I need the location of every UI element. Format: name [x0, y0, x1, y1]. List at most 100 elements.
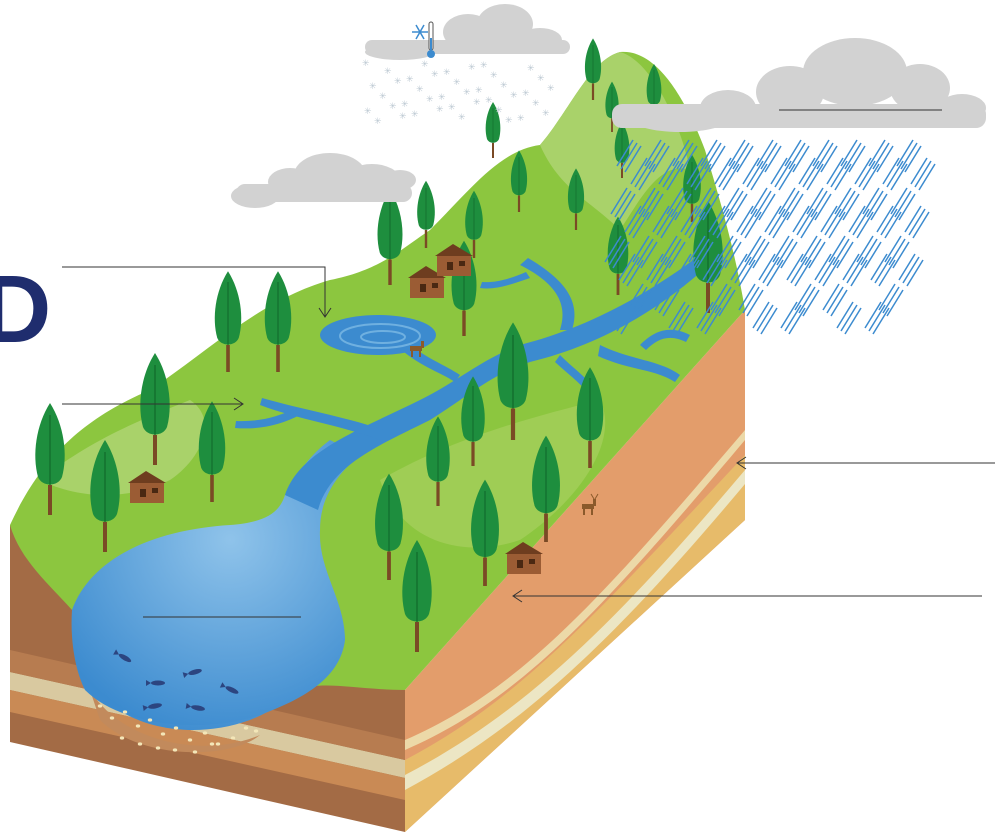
fish-icon	[113, 649, 132, 663]
svg-text:✳: ✳	[374, 117, 382, 127]
svg-text:✳: ✳	[362, 59, 370, 69]
fish-icon	[182, 668, 202, 679]
svg-text:✳: ✳	[500, 81, 508, 91]
tributary-left-branch	[235, 408, 300, 429]
tree-icon	[426, 416, 450, 506]
tributary-upper	[520, 258, 575, 330]
tributary-left	[260, 398, 384, 440]
svg-text:✳: ✳	[389, 102, 397, 112]
tree-icon	[497, 322, 529, 440]
callout-soil-arrow	[736, 456, 747, 470]
tree-icon	[461, 376, 485, 466]
tree-icon	[214, 271, 242, 372]
svg-text:✳: ✳	[416, 85, 424, 95]
svg-text:✳: ✳	[495, 106, 503, 116]
svg-text:✳: ✳	[527, 64, 535, 74]
svg-text:✳: ✳	[522, 89, 530, 99]
svg-text:✳: ✳	[475, 86, 483, 96]
svg-text:✳: ✳	[480, 61, 488, 71]
tree-icon	[402, 540, 432, 652]
tributary-right-2	[640, 329, 690, 350]
svg-text:✳: ✳	[384, 67, 392, 77]
svg-text:✳: ✳	[473, 98, 481, 108]
svg-text:✳: ✳	[394, 77, 402, 87]
cloud-icon	[365, 4, 570, 60]
svg-text:✳: ✳	[399, 112, 407, 122]
svg-text:✳: ✳	[532, 99, 540, 109]
svg-text:✳: ✳	[379, 92, 387, 102]
svg-text:✳: ✳	[510, 91, 518, 101]
snowflake-icon	[412, 24, 428, 40]
svg-text:✳: ✳	[458, 113, 466, 123]
lake-sediment	[90, 690, 260, 753]
pond-ripple-1	[339, 323, 421, 349]
tree-icon	[198, 401, 226, 502]
tree-icon	[35, 403, 65, 515]
cabin-icon	[408, 266, 446, 298]
callout-land-arrow	[512, 589, 523, 603]
fish-group	[113, 649, 239, 712]
callout-tributary-arrow	[233, 397, 244, 411]
tree-icon	[465, 190, 483, 258]
tree-icon	[485, 102, 501, 158]
cabin-icon	[128, 471, 166, 503]
svg-text:✳: ✳	[448, 103, 456, 113]
callout-pond-arrow	[318, 307, 332, 318]
tree-icon	[90, 440, 120, 552]
callout-lines	[62, 109, 995, 618]
svg-text:✳: ✳	[369, 82, 377, 92]
tree-icon	[264, 271, 292, 372]
snow-flakes: ✳✳✳✳✳✳✳✳✳✳✳✳✳✳✳✳✳✳✳✳✳✳✳✳✳✳✳✳✳✳✳✳✳✳✳✳✳✳✳✳	[362, 59, 555, 127]
svg-text:✳: ✳	[485, 96, 493, 106]
tree-icon	[510, 150, 528, 212]
svg-text:✳: ✳	[453, 78, 461, 88]
cloud-icon	[231, 153, 416, 208]
deer-icon	[410, 341, 424, 357]
svg-text:✳: ✳	[443, 68, 451, 78]
svg-text:✳: ✳	[537, 74, 545, 84]
tree-icon	[377, 189, 403, 285]
svg-text:✳: ✳	[547, 84, 555, 94]
cabin-icon	[435, 244, 473, 276]
fish-icon	[142, 703, 162, 712]
svg-text:✳: ✳	[490, 71, 498, 81]
pond-outlet	[404, 345, 460, 382]
tree-icon	[417, 180, 435, 248]
tree-icon	[140, 353, 170, 465]
svg-text:✳: ✳	[436, 105, 444, 115]
svg-text:✳: ✳	[505, 116, 513, 126]
main-river	[285, 255, 712, 510]
tree-icon	[471, 479, 499, 586]
pond	[320, 315, 436, 355]
svg-text:✳: ✳	[468, 63, 476, 73]
tributary-upper-branch	[480, 272, 530, 289]
soil-sand-stripe	[405, 470, 745, 790]
svg-text:✳: ✳	[364, 107, 372, 117]
deer-icon	[582, 493, 599, 515]
cloud-icon	[612, 38, 986, 132]
lake-surface	[71, 440, 360, 726]
svg-text:✳: ✳	[426, 95, 434, 105]
partial-heading-letter: D	[0, 256, 52, 363]
svg-text:✳: ✳	[411, 110, 419, 120]
svg-text:✳: ✳	[421, 60, 429, 70]
svg-text:✳: ✳	[463, 88, 471, 98]
cabin-icon	[505, 542, 543, 574]
svg-text:✳: ✳	[406, 75, 414, 85]
svg-text:✳: ✳	[438, 93, 446, 103]
thermometer-icon	[427, 21, 435, 58]
tree-icon	[584, 38, 602, 100]
pond-ripple-2	[360, 330, 406, 344]
soil-clay-layer	[405, 455, 745, 832]
svg-text:✳: ✳	[401, 100, 409, 110]
tributary-right	[598, 345, 680, 382]
tree-icon	[576, 367, 604, 468]
svg-text:✳: ✳	[542, 109, 550, 119]
tree-icon	[567, 168, 585, 230]
river-system	[235, 255, 712, 510]
tree-icon	[532, 435, 560, 542]
cabins	[128, 244, 543, 574]
callout-pond	[62, 266, 326, 316]
